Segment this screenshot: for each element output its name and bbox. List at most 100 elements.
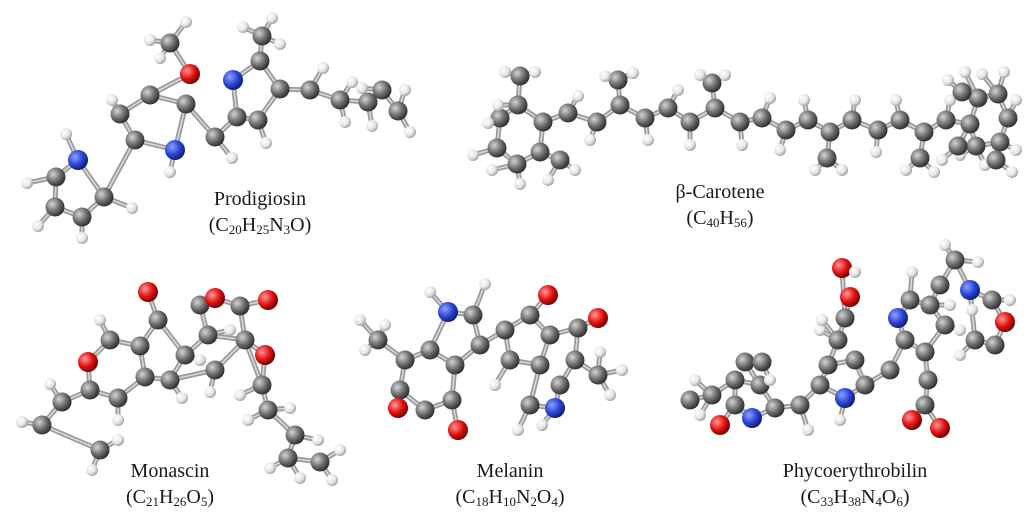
hydrogen-atom [944,299,956,311]
hydrogen-atom [486,164,498,176]
carbon-atom [520,305,540,325]
carbon-atom [125,130,145,150]
carbon-atom [635,108,655,128]
hydrogen-atom [154,52,166,64]
hydrogen-atom [359,344,371,356]
molecule-name: Melanin [476,460,544,482]
oxygen-atom [255,345,275,365]
carbon-atom [990,132,1010,152]
hydrogen-atom [944,94,956,106]
hydrogen-atom [972,256,984,268]
carbon-atom [915,395,935,415]
hydrogen-atom [346,76,358,88]
nitrogen-atom [742,408,762,428]
carbon-atom [765,398,785,418]
carbon-atom [790,395,810,415]
carbon-atom [568,318,588,338]
hydrogen-atom [499,66,511,78]
hydrogen-atom [44,378,56,390]
monascin-label: Monascin (C21H26O5) [90,458,250,515]
carbon-atom [235,330,255,350]
carbon-atom [985,335,1005,355]
bond [41,424,101,451]
oxygen-atom [180,64,200,84]
hydrogen-atom [514,178,526,190]
carbon-atom [702,385,722,405]
hydrogen-atom [237,21,249,33]
hydrogen-atom [849,266,861,278]
carbon-atom [52,392,72,412]
carbon-atom [227,107,247,127]
prodigiosin-label: Prodigiosin (C20H25N3O) [180,186,340,243]
molecule-name: β-Carotene [675,181,765,203]
hydrogen-atom [194,354,206,366]
hydrogen-atom [572,90,584,102]
carbon-atom [160,33,180,53]
hydrogen-atom [966,304,978,316]
hydrogen-atom [60,128,72,140]
oxygen-atom [902,410,922,430]
bond [103,139,136,198]
hydrogen-atom [954,349,966,361]
carbon-atom [508,95,528,115]
carbon-atom [285,425,305,445]
carbon-atom [725,370,745,390]
hydrogen-atom [467,149,479,161]
carbon-atom [935,315,955,335]
hydrogen-atom [616,364,628,376]
hydrogen-atom [242,414,254,426]
carbon-atom [930,275,950,295]
hydrogen-atom [334,444,346,456]
hydrogen-atom [366,120,378,132]
carbon-atom [80,380,100,400]
carbon-atom [558,103,578,123]
oxygen-atom [832,258,852,278]
carbon-atom [90,440,110,460]
carbon-atom [72,207,92,227]
hydrogen-atom [689,374,701,386]
melanin-label: Melanin (C18H10N2O4) [430,458,590,515]
carbon-atom [487,138,507,158]
hydrogen-atom [870,146,882,158]
carbon-atom [776,120,796,140]
carbon-atom [310,452,330,472]
carbon-atom [565,350,585,370]
carbon-atom [230,296,250,316]
hydrogen-atom [529,66,541,78]
hydrogen-atom [942,74,954,86]
hydrogen-atom [76,232,88,244]
hydrogen-atom [204,386,216,398]
hydrogen-atom [482,117,494,129]
carbon-atom [550,150,570,170]
carbon-atom [190,295,210,315]
hydrogen-atom [802,424,814,436]
carbon-atom [388,101,408,121]
hydrogen-atom [326,474,338,486]
carbon-atom [252,375,272,395]
oxygen-atom [388,398,408,418]
phycoerythrobilin-model [680,239,1016,438]
nitrogen-atom [165,140,185,160]
carbon-atom [205,360,225,380]
carbon-atom [890,110,910,130]
carbon-atom [540,325,560,345]
carbon-atom [702,73,722,93]
carbon-atom [855,375,875,395]
carbon-atom [986,150,1006,170]
molecule-formula: (C20H25N3O) [208,214,312,237]
carbon-atom [46,167,66,187]
carbon-atom [880,360,900,380]
hydrogen-atom [266,12,278,24]
hydrogen-atom [404,126,416,138]
carbon-atom [810,375,830,395]
hydrogen-atom [890,94,902,106]
carbon-atom [587,112,607,132]
carbon-atom [495,320,515,340]
hydrogen-atom [21,177,33,189]
carbon-atom [588,365,608,385]
beta-carotene-label: β-Carotene (C40H56) [640,179,800,236]
carbon-atom [420,340,440,360]
carbon-atom [608,70,628,90]
hydrogen-atom [94,314,106,326]
